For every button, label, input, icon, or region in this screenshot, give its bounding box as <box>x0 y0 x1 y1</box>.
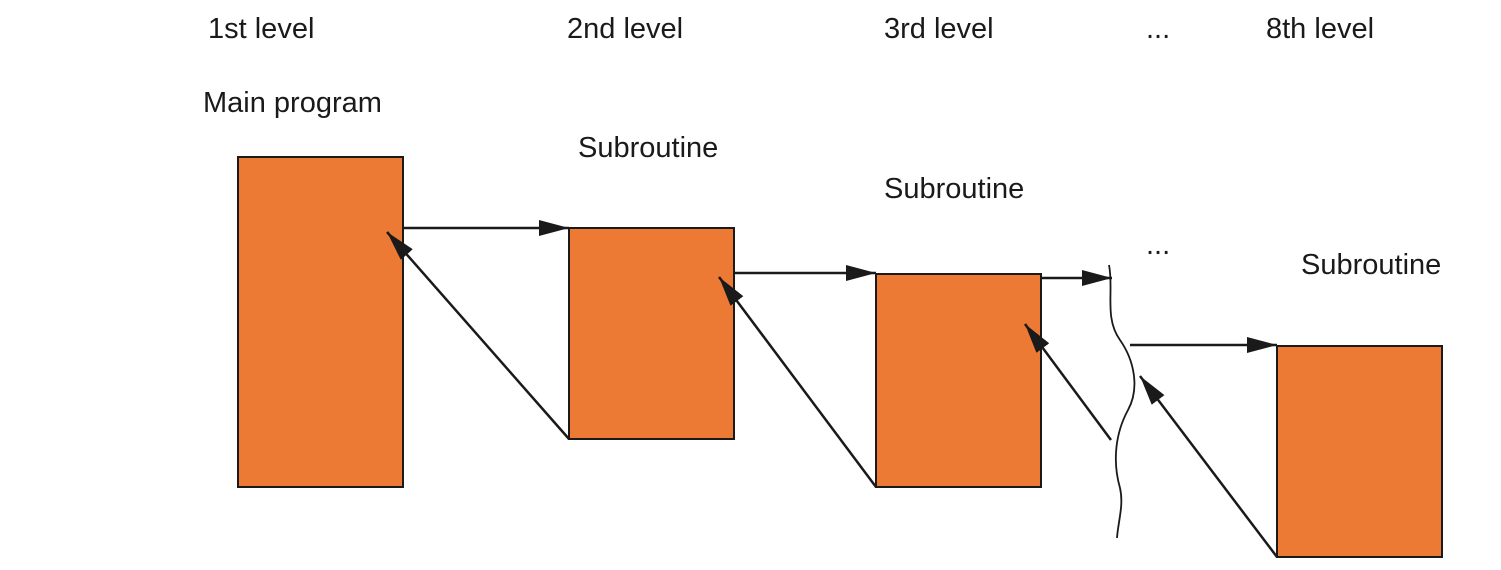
level-2-header: 2nd level <box>567 13 683 45</box>
return-arrow-2-to-1 <box>386 231 570 440</box>
subroutine-level-2-label: Subroutine <box>578 132 718 164</box>
subroutine-level-8-box <box>1276 345 1443 558</box>
return-arrow-3-to-2 <box>717 276 878 488</box>
return-arrow-break-to-3 <box>1023 323 1113 441</box>
level-ellipsis-header: ... <box>1146 13 1170 45</box>
subroutine-level-3-box <box>875 273 1042 488</box>
level-8-header: 8th level <box>1266 13 1374 45</box>
main-program-box <box>237 156 404 488</box>
intermediate-ellipsis-label: ... <box>1146 229 1170 261</box>
main-program-label: Main program <box>203 87 382 119</box>
subroutine-level-3-label: Subroutine <box>884 173 1024 205</box>
level-break-line <box>1108 264 1136 539</box>
return-arrow-8-to-break <box>1139 375 1278 558</box>
level-1-header: 1st level <box>208 13 314 45</box>
level-3-header: 3rd level <box>884 13 994 45</box>
subroutine-level-8-label: Subroutine <box>1301 249 1441 281</box>
subroutine-level-2-box <box>568 227 735 440</box>
